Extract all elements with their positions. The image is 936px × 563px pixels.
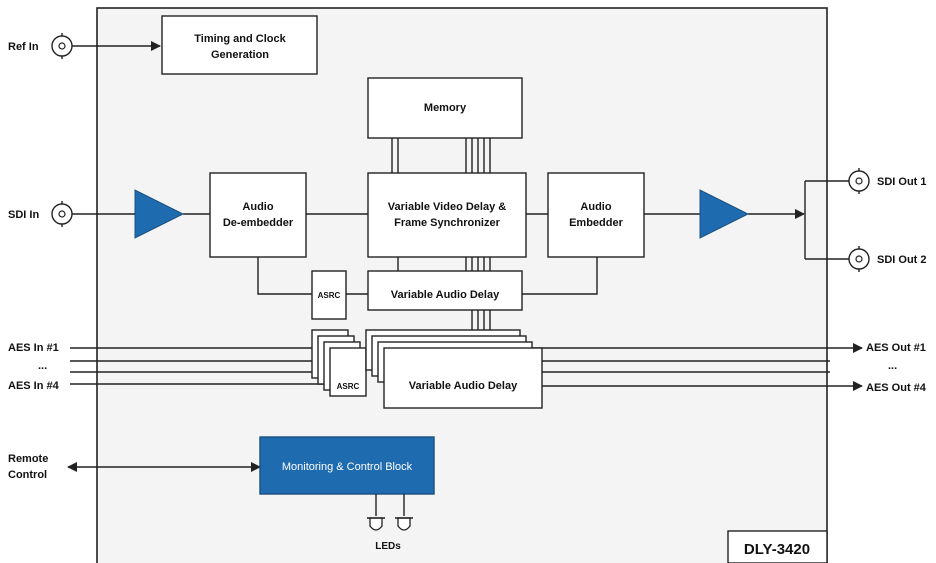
remote-control-label-line2: Control xyxy=(8,469,47,481)
svg-text:Frame Synchronizer: Frame Synchronizer xyxy=(394,217,500,229)
aes-input-lines xyxy=(70,347,330,385)
leds-group: LEDs xyxy=(367,494,413,552)
monitoring-control-block: Monitoring & Control Block xyxy=(259,436,435,495)
svg-text:Embedder: Embedder xyxy=(569,217,624,229)
svg-text:Variable Video Delay &: Variable Video Delay & xyxy=(388,201,506,213)
sdi-out-2-label: SDI Out 2 xyxy=(877,254,927,266)
model-tag: DLY-3420 xyxy=(727,530,828,563)
aes-in-1-label: AES In #1 xyxy=(8,342,59,354)
variable-audio-delay-block: Variable Audio Delay xyxy=(367,270,523,311)
input-amplifier-icon xyxy=(134,189,185,239)
bnc-sdi-in-icon xyxy=(51,201,73,227)
svg-text:Audio: Audio xyxy=(242,201,273,213)
aes-out-4-label: AES Out #4 xyxy=(866,382,927,394)
remote-control-label-line1: Remote xyxy=(8,453,48,465)
svg-text:Generation: Generation xyxy=(211,49,269,61)
aes-asrc-stack: ASRC xyxy=(311,329,367,397)
svg-text:Memory: Memory xyxy=(424,102,467,114)
sdi-out-1-label: SDI Out 1 xyxy=(877,176,927,188)
asrc-block: ASRC xyxy=(311,270,347,320)
sdi-in-label: SDI In xyxy=(8,209,39,221)
aes-in-4-label: AES In #4 xyxy=(8,380,60,392)
output-amplifier-icon xyxy=(699,189,750,239)
bnc-sdi-out-2-icon xyxy=(848,246,870,272)
leds-label: LEDs xyxy=(375,541,401,552)
svg-text:Variable Audio Delay: Variable Audio Delay xyxy=(391,289,500,301)
svg-text:ASRC: ASRC xyxy=(318,291,341,300)
timing-clock-block: Timing and Clock Generation xyxy=(161,15,318,75)
aes-variable-audio-delay-label: Variable Audio Delay xyxy=(409,380,518,392)
memory-bus-lines xyxy=(391,138,491,173)
svg-text:Audio: Audio xyxy=(580,201,611,213)
aes-asrc-label: ASRC xyxy=(337,382,360,391)
bnc-sdi-out-1-icon xyxy=(848,168,870,194)
ref-in-label: Ref In xyxy=(8,41,39,53)
svg-text:De-embedder: De-embedder xyxy=(223,217,294,229)
led-icon xyxy=(367,517,385,531)
video-delay-frame-sync-block: Variable Video Delay & Frame Synchronize… xyxy=(367,172,527,258)
memory-block: Memory xyxy=(367,77,523,139)
aes-out-ellipsis-label: ... xyxy=(888,360,897,372)
bnc-ref-in-icon xyxy=(51,33,73,59)
audio-deembedder-block: Audio De-embedder xyxy=(209,172,307,258)
led-icon xyxy=(395,517,413,531)
aes-out-1-label: AES Out #1 xyxy=(866,342,926,354)
aes-variable-audio-delay-stack: Variable Audio Delay xyxy=(365,329,543,409)
aes-output-lines xyxy=(520,343,863,391)
audio-embedder-block: Audio Embedder xyxy=(547,172,645,258)
svg-text:Timing and Clock: Timing and Clock xyxy=(194,33,286,45)
svg-text:DLY-3420: DLY-3420 xyxy=(744,541,810,558)
svg-text:Monitoring & Control Block: Monitoring & Control Block xyxy=(282,461,413,473)
aes-in-ellipsis-label: ... xyxy=(38,360,47,372)
